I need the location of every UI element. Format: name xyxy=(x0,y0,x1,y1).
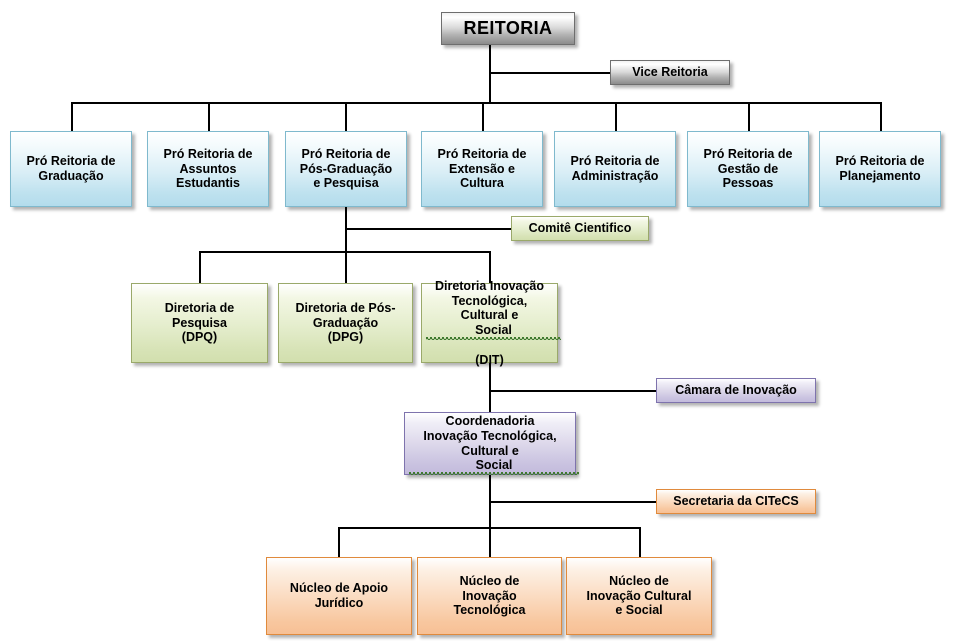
connector-drop-cultural xyxy=(639,527,641,557)
connector-drop-planejamento xyxy=(880,102,882,132)
connector-drop-juridico xyxy=(338,527,340,557)
node-vice-reitoria-label: Vice Reitoria xyxy=(632,65,708,80)
connector-drop-graduacao xyxy=(71,102,73,132)
node-diretoria-pos-graduacao[interactable]: Diretoria de Pós-Graduação(DPG) xyxy=(278,283,413,363)
connector-drop-dpg xyxy=(345,251,347,283)
connector-drop-tecnologica xyxy=(489,527,491,557)
connector-to-secretaria xyxy=(489,501,657,503)
connector-diretorias-bus xyxy=(199,251,490,253)
connector-drop-administracao xyxy=(615,102,617,132)
node-diretoria-pos-graduacao-label: Diretoria de Pós-Graduação(DPG) xyxy=(295,300,396,345)
node-camara-inovacao[interactable]: Câmara de Inovação xyxy=(656,378,816,403)
connector-drop-dpq xyxy=(199,251,201,283)
connector-drop-assuntos xyxy=(208,102,210,132)
node-vice-reitoria[interactable]: Vice Reitoria xyxy=(610,60,730,85)
node-secretaria-citecs-label: Secretaria da CITeCS xyxy=(673,494,799,509)
connector-dit-stem xyxy=(489,363,491,412)
node-comite-cientifico-label: Comitê Cientifico xyxy=(528,221,632,236)
node-secretaria-citecs[interactable]: Secretaria da CITeCS xyxy=(656,489,816,514)
connector-drop-extensao xyxy=(482,102,484,132)
node-camara-inovacao-label: Câmara de Inovação xyxy=(675,383,797,398)
connector-to-comite xyxy=(345,228,512,230)
connector-drop-dit xyxy=(489,251,491,283)
node-reitoria-label: REITORIA xyxy=(463,17,553,38)
connector-drop-pessoas xyxy=(748,102,750,132)
connector-reitoria-stem xyxy=(489,45,491,103)
connector-reitoria-to-vice xyxy=(489,72,612,74)
node-reitoria[interactable]: REITORIA xyxy=(441,12,575,45)
connector-pro-reitoria-bus xyxy=(71,102,881,104)
connector-drop-pos-pesquisa xyxy=(345,102,347,132)
node-comite-cientifico[interactable]: Comitê Cientifico xyxy=(511,216,649,241)
connector-to-camara xyxy=(489,390,657,392)
connector-pos-pesquisa-stem xyxy=(345,207,347,283)
